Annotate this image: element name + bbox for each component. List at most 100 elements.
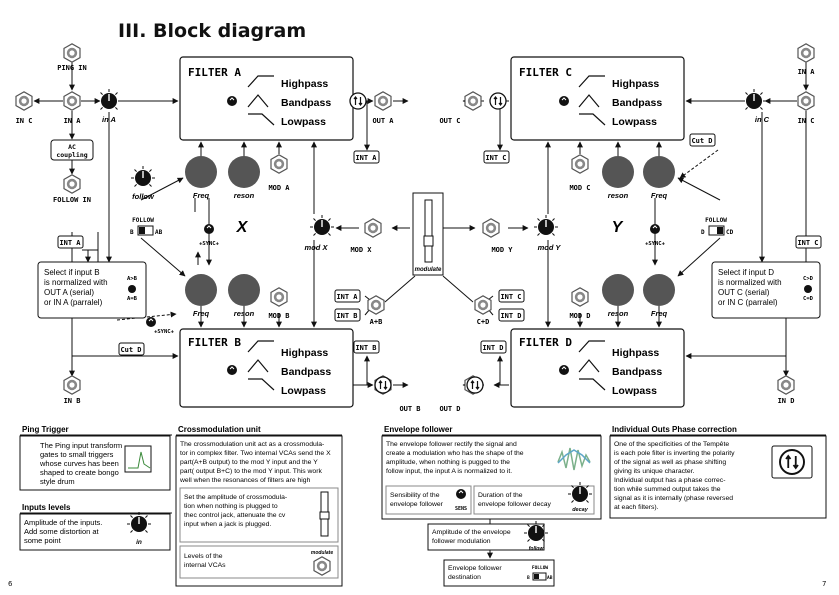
- select-b-line-4: or IN A (parralel): [44, 298, 103, 307]
- c-gt-d-label: C>D: [803, 276, 814, 282]
- crossmod-title: Crossmodulation unit: [178, 425, 261, 434]
- sync-x-led-icon: [203, 223, 215, 235]
- select-b-line-1: Select if input B: [44, 268, 100, 277]
- x-label: X: [236, 219, 249, 236]
- modulate-slider-track[interactable]: [424, 199, 433, 263]
- select-b-line-3: OUT A (serial): [44, 288, 94, 297]
- mod-y-jack[interactable]: [482, 218, 500, 238]
- reson-c-label: reson: [608, 191, 629, 200]
- phase-line-2: is each pole filter is inverting the pol…: [614, 450, 735, 457]
- filter-b-led-icon: [226, 364, 238, 376]
- freq-c-knob[interactable]: [643, 156, 675, 188]
- in-a-right-jack[interactable]: [797, 43, 815, 63]
- in-b-label: IN B: [64, 397, 81, 405]
- filter-a-led-icon: [226, 95, 238, 107]
- follow-switch-right[interactable]: [708, 225, 725, 236]
- phase-line-1: One of the specificities of the Tempête: [614, 441, 729, 448]
- in-a-knob[interactable]: [96, 88, 122, 111]
- crossmod-levels-line-2: internal VCAs: [184, 562, 226, 569]
- select-d-line-2: is normalized with: [718, 278, 782, 287]
- mod-a-jack[interactable]: [270, 154, 288, 174]
- int-b-mix-tag: INT B: [336, 312, 357, 320]
- freq-b-knob[interactable]: [185, 274, 217, 306]
- filter-d-title: FILTER D: [519, 336, 572, 349]
- page-number-right: 7: [822, 580, 827, 588]
- mod-c-jack[interactable]: [571, 154, 589, 174]
- switch-d-label: D: [701, 229, 705, 236]
- int-a-mix-tag: INT A: [336, 293, 358, 301]
- c-plus-d-label: C+D: [477, 318, 490, 326]
- int-c-top-tag: INT C: [485, 154, 506, 162]
- in-a-jack[interactable]: [63, 91, 81, 111]
- env-amp-line-1: Amplitude of the envelope: [432, 529, 511, 536]
- a-plus-b-jack[interactable]: [367, 295, 385, 315]
- mod-a-label: MOD A: [268, 184, 290, 192]
- reson-a-label: reson: [234, 191, 255, 200]
- in-c-knob-label: in C: [755, 115, 770, 124]
- page-number-left: 6: [8, 580, 13, 588]
- select-b-button[interactable]: [128, 285, 136, 293]
- int-d-mix-tag: INT D: [500, 312, 521, 320]
- in-c-left-jack[interactable]: [15, 91, 33, 111]
- filter-c-box: [510, 56, 685, 141]
- sync-y-led-icon: [649, 223, 661, 235]
- ping-trigger-line-2: gates to small triggers: [40, 450, 114, 459]
- freq-d-label: Freq: [651, 309, 668, 318]
- reson-a-knob[interactable]: [228, 156, 260, 188]
- freq-a-label: Freq: [193, 191, 210, 200]
- out-a-jack[interactable]: [374, 91, 392, 111]
- a-gt-b-label: A>B: [127, 276, 138, 282]
- mod-c-label: MOD C: [569, 184, 590, 192]
- int-b-out-tag: INT B: [355, 344, 376, 352]
- follow-switch-left[interactable]: [137, 225, 154, 236]
- reson-b-knob[interactable]: [228, 274, 260, 306]
- c-plus-d-jack[interactable]: [474, 295, 492, 315]
- filter-b-mode-highpass: Highpass: [281, 347, 328, 359]
- reson-c-knob[interactable]: [602, 156, 634, 188]
- crossmod-line-2: tor in complex filter. Two internal VCAs…: [180, 450, 331, 457]
- env-follower-line-4: follow input, the input A is normalized …: [386, 468, 512, 475]
- mod-d-label: MOD D: [569, 312, 590, 320]
- filter-d-mode-bandpass: Bandpass: [612, 366, 662, 378]
- mod-y-knob[interactable]: [533, 214, 559, 237]
- inputs-level-knob-label: in: [136, 539, 142, 546]
- modulate-slider-thumb[interactable]: [423, 235, 434, 247]
- mod-x-knob[interactable]: [309, 214, 335, 237]
- select-d-box: [711, 261, 821, 319]
- phase-line-3: of the signal as well as phase shifting: [614, 459, 726, 466]
- freq-d-knob[interactable]: [643, 274, 675, 306]
- phase-correction-icon: [779, 449, 805, 475]
- freq-c-label: Freq: [651, 191, 668, 200]
- env-follower-line-2: create a modulation who has the shape of…: [386, 450, 524, 457]
- in-c-knob[interactable]: [741, 88, 767, 111]
- modulate-label: modulate: [415, 267, 442, 273]
- switch-ab-label: AB: [155, 229, 163, 236]
- in-d-jack[interactable]: [777, 375, 795, 395]
- env-dest-follow-label: FOLLOW: [532, 565, 549, 571]
- mod-b-jack[interactable]: [270, 287, 288, 307]
- filter-b-mode-bandpass: Bandpass: [281, 366, 331, 378]
- crossmod-modulate-label: modulate: [311, 550, 333, 556]
- select-d-line-4: or IN C (parralel): [718, 298, 778, 307]
- filter-c-mode-bandpass: Bandpass: [612, 97, 662, 109]
- reson-d-knob[interactable]: [602, 274, 634, 306]
- select-d-button[interactable]: [804, 285, 812, 293]
- freq-a-knob[interactable]: [185, 156, 217, 188]
- out-a-label: OUT A: [372, 117, 394, 125]
- int-c-mix-tag: INT C: [500, 293, 521, 301]
- in-c-right-jack[interactable]: [797, 91, 815, 111]
- mod-d-jack[interactable]: [571, 287, 589, 307]
- out-c-jack[interactable]: [464, 91, 482, 111]
- env-sens-line-1: Sensibility of the: [390, 492, 440, 499]
- env-amp-box: [427, 523, 545, 551]
- int-a-top-tag: INT A: [355, 154, 377, 162]
- sync-b-led-icon: [145, 316, 157, 328]
- in-b-jack[interactable]: [63, 375, 81, 395]
- follow-knob[interactable]: [130, 165, 156, 188]
- follow-in-jack[interactable]: [63, 174, 81, 194]
- mod-x-jack[interactable]: [364, 218, 382, 238]
- filter-d-mode-lowpass: Lowpass: [612, 385, 657, 397]
- env-dest-line-2: destination: [448, 574, 481, 581]
- ping-in-jack[interactable]: [63, 43, 81, 63]
- follow-switch-left-label: FOLLOW: [132, 217, 154, 224]
